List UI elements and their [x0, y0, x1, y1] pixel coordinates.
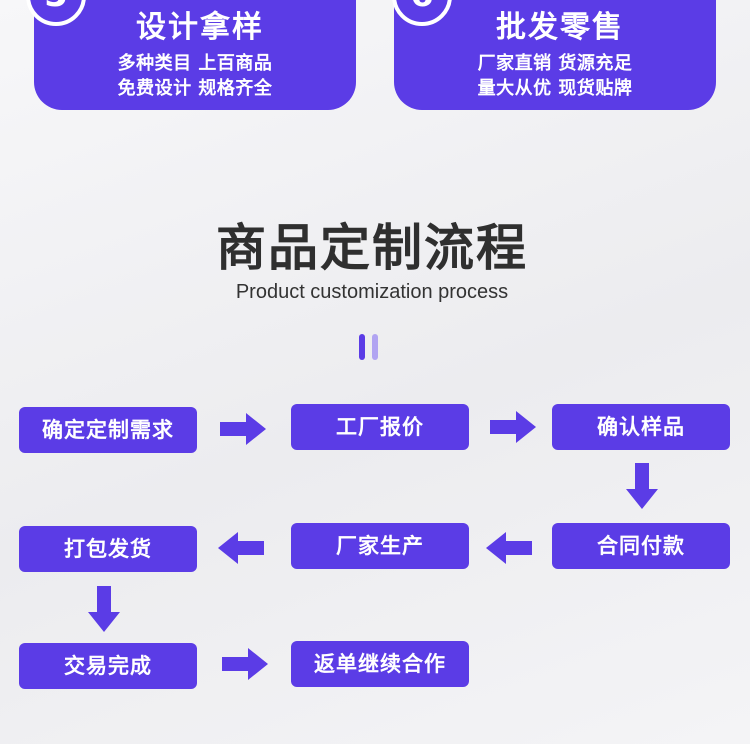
feature-card-line: 免费设计 规格齐全 — [117, 78, 273, 99]
flow-step-deal-complete: 交易完成 — [19, 643, 197, 689]
flow-step-requirements: 确定定制需求 — [19, 407, 197, 453]
feature-card-5: 5 设计拿样 多种类目 上百商品 免费设计 规格齐全 — [26, 0, 356, 110]
flow-step-contract-payment: 合同付款 — [552, 523, 730, 569]
arrow-down-icon — [88, 586, 120, 632]
section-subtitle: Product customization process — [235, 281, 509, 303]
divider-mark — [359, 334, 365, 360]
section-title: 商品定制流程 — [216, 219, 528, 277]
feature-card-title: 设计拿样 — [136, 10, 264, 45]
feature-card-6: 6 批发零售 厂家直销 货源充足 量大从优 现货贴牌 — [392, 0, 716, 110]
arrow-right-icon — [490, 411, 536, 443]
feature-card-line: 多种类目 上百商品 — [117, 53, 273, 74]
flow-step-quotation: 工厂报价 — [291, 404, 469, 450]
feature-card-line: 量大从优 现货贴牌 — [477, 78, 633, 99]
arrow-right-icon — [220, 413, 266, 445]
arrow-down-icon — [626, 463, 658, 509]
feature-card-line: 厂家直销 货源充足 — [477, 53, 633, 74]
arrow-right-icon — [222, 648, 268, 680]
divider-mark — [372, 334, 378, 360]
flow-step-shipping: 打包发货 — [19, 526, 197, 572]
flow-step-reorder: 返单继续合作 — [291, 641, 469, 687]
arrow-left-icon — [218, 532, 264, 564]
flow-step-production: 厂家生产 — [291, 523, 469, 569]
flow-step-sample-confirm: 确认样品 — [552, 404, 730, 450]
arrow-left-icon — [486, 532, 532, 564]
feature-card-title: 批发零售 — [496, 10, 624, 45]
